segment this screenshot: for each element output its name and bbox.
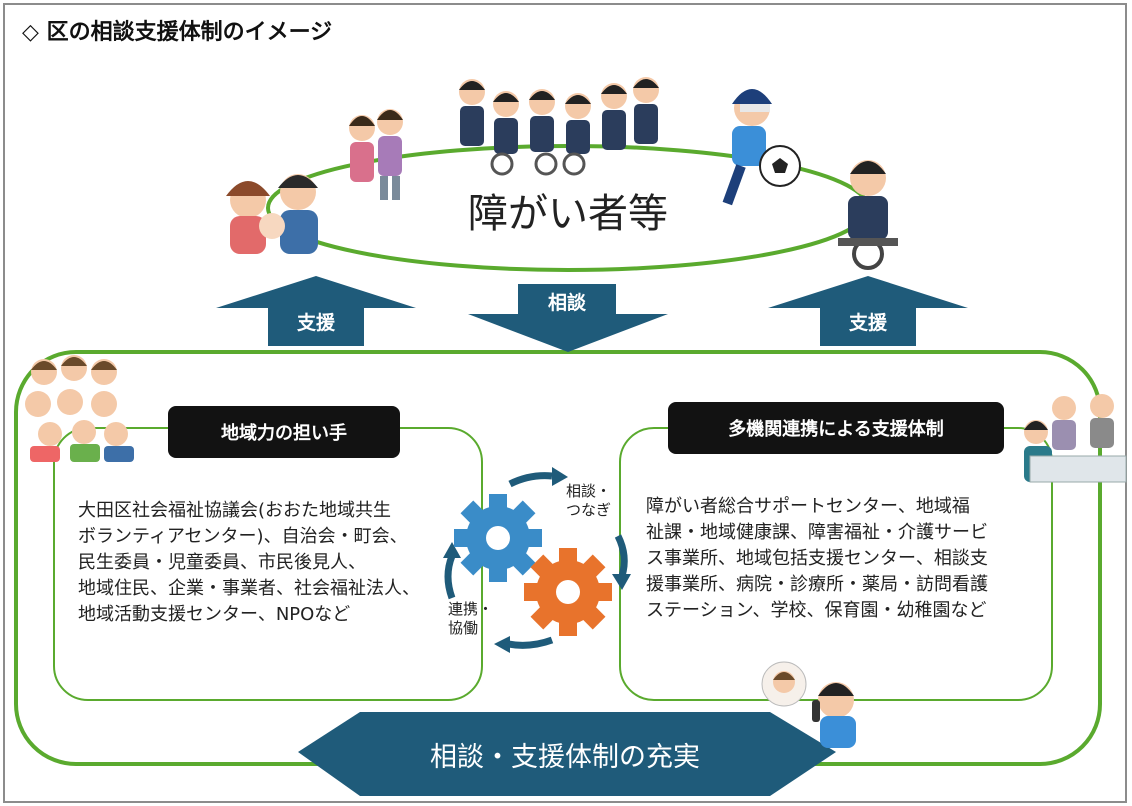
right-box-line: 障がい者総合サポートセンター、地域福 [646, 496, 970, 517]
counter-staff-illustration [1024, 394, 1127, 483]
left-box-line: 民生委員・児童委員、市民後見人、 [78, 552, 366, 573]
right-box-line: 援事業所、病院・診療所・薬局・訪問看護 [646, 574, 988, 595]
phone-consult-illustration [761, 661, 856, 748]
banner-shape [298, 712, 836, 796]
bottom-banner: 相談・支援体制の充実 [430, 741, 700, 773]
couple-illustration [349, 109, 403, 200]
right-box-line: ス事業所、地域包括支援センター、相談支 [646, 548, 988, 569]
consult-arrow-label: 相談 [547, 291, 586, 314]
consult-arrow-down [468, 284, 668, 352]
page-title: ◇ 区の相談支援体制のイメージ [22, 20, 333, 45]
right-box-line: ステーション、学校、保育園・幼稚園など [646, 600, 987, 621]
cycle-arrowheads [443, 467, 631, 653]
right-box-line: 祉課・地域健康課、障害福祉・介護サービ [646, 522, 988, 543]
soccer-player-illustration [722, 89, 801, 206]
students-illustration [459, 77, 659, 176]
left-box-heading: 地域力の担い手 [168, 406, 400, 458]
left-box-line: 地域住民、企業・事業者、社会福祉法人、 [78, 578, 420, 599]
consult-connect-line: つなぎ [566, 501, 612, 519]
coop-label: 連携・ 協働 [448, 600, 493, 638]
community-crowd-illustration [25, 355, 134, 462]
coop-line: 協働 [448, 619, 479, 637]
right-box-heading: 多機関連携による支援体制 [668, 402, 1004, 454]
coop-line: 連携・ [448, 600, 494, 618]
cycle-arrows [444, 472, 628, 649]
support-arrow-left [216, 276, 416, 346]
orange-gear-icon [524, 548, 612, 636]
left-box-line: ボランティアセンター)、自治会・町会、 [78, 526, 408, 547]
consult-connect-label: 相談・ つなぎ [566, 482, 611, 520]
left-box-line: 大田区社会福祉協議会(おおた地域共生 [78, 500, 392, 521]
family-illustration [226, 174, 318, 254]
people-group-label: 障がい者等 [468, 191, 668, 237]
left-box-text: 大田区社会福祉協議会(おおた地域共生 ボランティアセンター)、自治会・町会、 民… [78, 498, 420, 628]
left-box-line: 地域活動支援センター、NPOなど [78, 604, 351, 625]
support-arrow-right [768, 276, 968, 346]
blue-gear-icon [454, 494, 542, 582]
support-arrow-right-label: 支援 [848, 311, 887, 334]
wheelchair-man-illustration [838, 160, 898, 270]
right-box-text: 障がい者総合サポートセンター、地域福 祉課・地域健康課、障害福祉・介護サービ ス… [646, 494, 988, 624]
support-arrow-left-label: 支援 [296, 311, 335, 334]
consult-connect-line: 相談・ [566, 482, 612, 500]
